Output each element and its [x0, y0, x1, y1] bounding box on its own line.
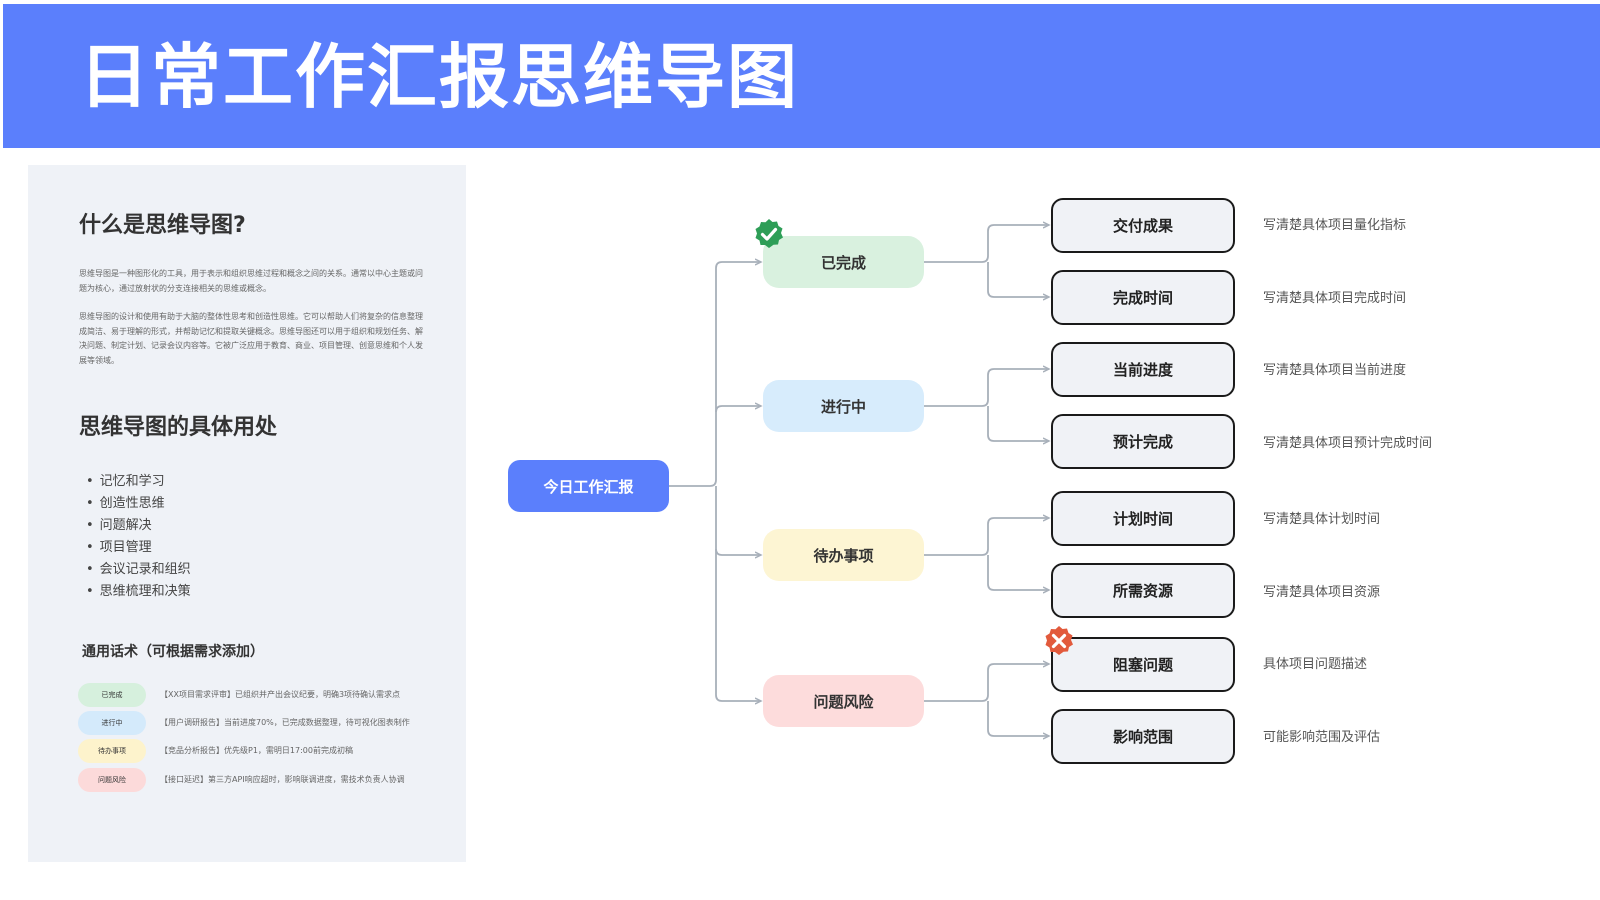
- tag-done: 已完成: [78, 683, 146, 707]
- leaf-description: 写清楚具体项目当前进度: [1263, 363, 1407, 378]
- tag-todo: 待办事项: [78, 739, 146, 763]
- leaf-completion-time[interactable]: 完成时间: [1051, 270, 1235, 325]
- category-todo[interactable]: 待办事项: [763, 529, 924, 581]
- panel-title: 什么是思维导图?: [79, 213, 246, 238]
- usage-item: 问题解决: [86, 515, 191, 537]
- usage-item: 思维梳理和决策: [86, 581, 191, 603]
- phrase-text-risk: 【接口延迟】第三方API响应超时，影响联调进度，需技术负责人协调: [160, 775, 405, 784]
- category-in-progress[interactable]: 进行中: [763, 380, 924, 432]
- leaf-description: 可能影响范围及评估: [1263, 730, 1381, 745]
- phrase-title: 通用话术（可根据需求添加）: [82, 644, 264, 660]
- leaf-description: 写清楚具体计划时间: [1263, 512, 1381, 527]
- leaf-expected-completion[interactable]: 预计完成: [1051, 414, 1235, 469]
- check-icon: [755, 219, 783, 248]
- usage-item: 会议记录和组织: [86, 559, 191, 581]
- leaf-current-progress[interactable]: 当前进度: [1051, 342, 1235, 397]
- leaf-description: 具体项目问题描述: [1263, 657, 1368, 672]
- phrase-text-progress: 【用户调研报告】当前进度70%，已完成数据整理，待可视化图表制作: [160, 718, 410, 727]
- info-panel: 什么是思维导图? 思维导图是一种图形化的工具，用于表示和组织思维过程和概念之间的…: [28, 165, 466, 862]
- usage-item: 记忆和学习: [86, 471, 191, 493]
- usage-list: 记忆和学习 创造性思维 问题解决 项目管理 会议记录和组织 思维梳理和决策: [86, 471, 191, 603]
- leaf-impact-scope[interactable]: 影响范围: [1051, 709, 1235, 764]
- phrase-text-done: 【XX项目需求评审】已组织并产出会议纪要，明确3项待确认需求点: [160, 690, 401, 699]
- category-risk[interactable]: 问题风险: [763, 675, 924, 727]
- intro-paragraph-2: 思维导图的设计和使用有助于大脑的整体性思考和创造性思维。它可以帮助人们将复杂的信…: [79, 312, 423, 365]
- intro-paragraph-1: 思维导图是一种图形化的工具，用于表示和组织思维过程和概念之间的关系。通常以中心主…: [79, 269, 423, 293]
- leaf-description: 写清楚具体项目资源: [1263, 585, 1381, 600]
- leaf-blocking-issues[interactable]: 阻塞问题: [1051, 637, 1235, 692]
- tag-progress: 进行中: [78, 711, 146, 735]
- usage-title: 思维导图的具体用处: [79, 415, 278, 440]
- root-node[interactable]: 今日工作汇报: [508, 460, 669, 512]
- leaf-description: 写清楚具体项目完成时间: [1263, 291, 1407, 306]
- leaf-required-resources[interactable]: 所需资源: [1051, 563, 1235, 618]
- phrase-text-todo: 【竞品分析报告】优先级P1，需明日17:00前完成初稿: [160, 746, 353, 755]
- page-title: 日常工作汇报思维导图: [79, 36, 799, 118]
- header-banner: 日常工作汇报思维导图: [3, 4, 1600, 148]
- leaf-deliverables[interactable]: 交付成果: [1051, 198, 1235, 253]
- leaf-description: 写清楚具体项目量化指标: [1263, 218, 1407, 233]
- leaf-description: 写清楚具体项目预计完成时间: [1263, 436, 1433, 451]
- usage-item: 项目管理: [86, 537, 191, 559]
- usage-item: 创造性思维: [86, 493, 191, 515]
- cross-icon: [1045, 626, 1073, 655]
- category-done[interactable]: 已完成: [763, 236, 924, 288]
- leaf-planned-time[interactable]: 计划时间: [1051, 491, 1235, 546]
- tag-risk: 问题风险: [78, 768, 146, 792]
